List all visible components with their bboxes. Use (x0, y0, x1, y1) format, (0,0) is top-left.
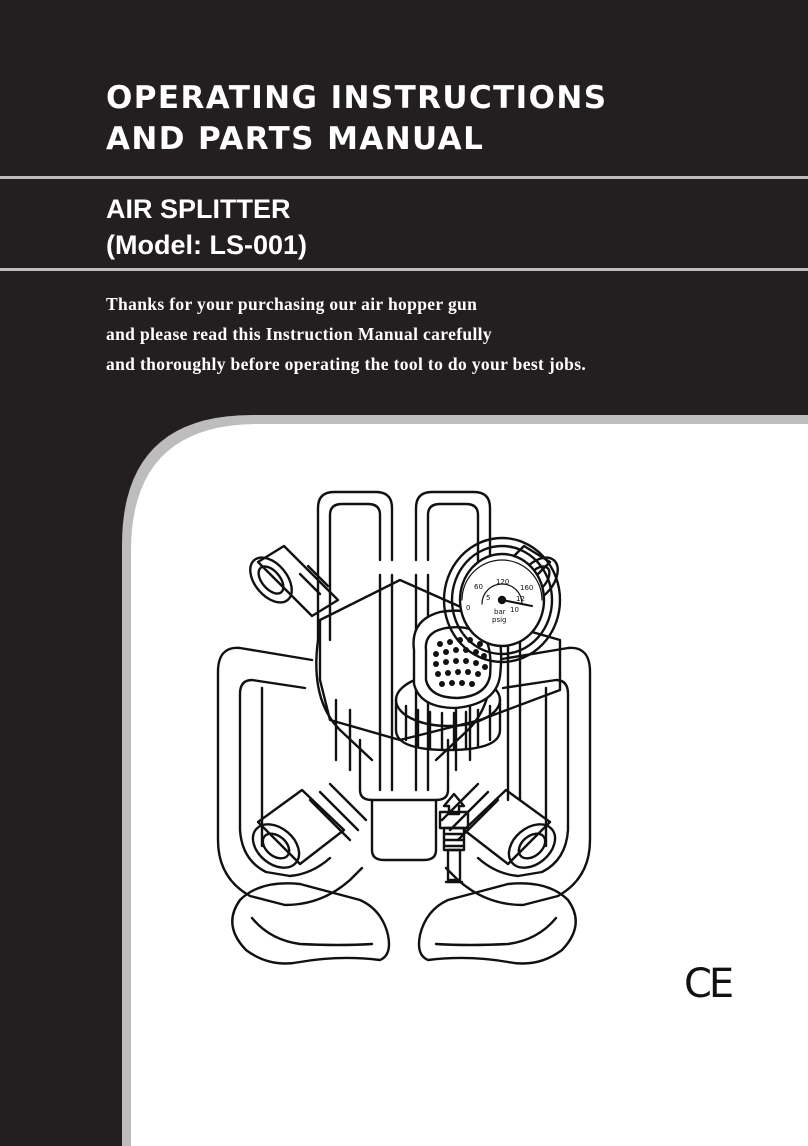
intro-line-2: and please read this Instruction Manual … (106, 324, 492, 344)
title-line-1: OPERATING INSTRUCTIONS (106, 80, 608, 116)
frame-right-inner (476, 678, 570, 878)
intro-text: Thanks for your purchasing our air hoppe… (106, 289, 586, 379)
regulator-collar (394, 698, 502, 752)
title-line-2: AND PARTS MANUAL (106, 121, 485, 157)
panel-background (131, 424, 808, 1146)
gauge-label-120: 120 (496, 578, 509, 586)
gauge-label-12: 12 (516, 595, 525, 603)
model-number: (Model: LS-001) (106, 230, 308, 260)
frame-left (216, 646, 364, 907)
flow-arrow-icon (442, 792, 466, 816)
frame-right (444, 646, 592, 907)
gauge-label-60: 60 (474, 583, 483, 591)
divider-bottom (0, 268, 808, 271)
gauge-label-0: 0 (466, 604, 470, 612)
gauge-scale: 60 120 160 0 5 10 12 bar psig (466, 578, 533, 624)
gauge-label-10: 10 (510, 606, 519, 614)
ce-mark: CE (684, 961, 734, 1007)
inlet-fitting (438, 810, 470, 884)
foot-left-edge (250, 916, 374, 947)
coupler-lower-left (251, 782, 368, 869)
loop-left-down (315, 638, 374, 762)
coupler-upper-left (249, 544, 340, 618)
foot-right (417, 882, 577, 965)
loop-left-inner (328, 502, 382, 642)
loop-left-outer (316, 490, 394, 642)
gauge-unit-bar: bar (494, 608, 506, 616)
frame-left-inner (238, 678, 332, 878)
product-heading: AIR SPLITTER (Model: LS-001) (106, 191, 307, 263)
pressure-gauge (442, 536, 562, 664)
regulator-grip (404, 704, 492, 752)
divider-top (0, 176, 808, 179)
manual-title: OPERATING INSTRUCTIONS AND PARTS MANUAL (106, 78, 607, 160)
foot-left (231, 882, 391, 965)
gauge-unit-psig: psig (492, 616, 506, 624)
loop-right-inner (426, 502, 480, 642)
air-splitter-illustration (216, 490, 592, 965)
manifold-ribs (334, 698, 472, 772)
gauge-label-160: 160 (520, 584, 533, 592)
rod-left (378, 573, 394, 792)
intro-line-3: and thoroughly before operating the tool… (106, 354, 587, 374)
manifold-lower-block (358, 738, 450, 802)
gauge-label-5: 5 (486, 594, 490, 602)
outlet-block (370, 798, 438, 862)
loop-right-outer (414, 490, 492, 642)
foot-right-edge (434, 916, 558, 947)
intro-line-1: Thanks for your purchasing our air hoppe… (106, 294, 478, 314)
product-name: AIR SPLITTER (106, 194, 291, 224)
